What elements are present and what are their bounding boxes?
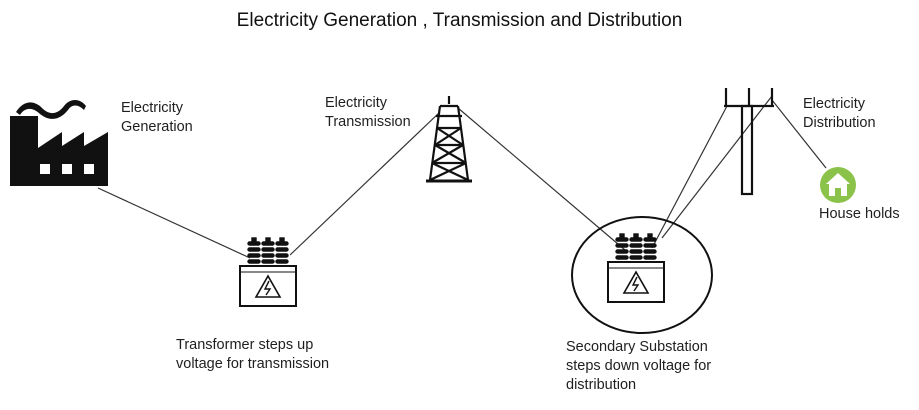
diagram-title: Electricity Generation , Transmission an… (236, 10, 683, 31)
distribution-label-line1: Electricity (803, 96, 866, 112)
transmission-tower-icon (426, 96, 472, 183)
substation-ring (571, 216, 713, 334)
house-icon (820, 167, 856, 203)
transformer-icon (239, 237, 297, 307)
transmission-label-line1: Electricity (325, 95, 388, 111)
distribution-label-line2: Distribution (803, 115, 876, 131)
wire-stepup-to-tower (289, 111, 441, 256)
wire-tower-to-substation (457, 107, 626, 251)
substation-label-line3: distribution (566, 377, 637, 393)
generation-label-line1: Electricity (121, 100, 184, 116)
step-up-label-line1: Transformer steps up (176, 337, 314, 353)
households-label: House holds (819, 206, 900, 222)
wire-factory-to-stepup (97, 187, 251, 259)
transmission-label-line2: Transmission (325, 114, 411, 130)
wire-substation-to-pole-right (661, 95, 773, 239)
factory-icon (10, 100, 108, 186)
substation-label-line1: Secondary Substation (566, 339, 708, 355)
distribution-pole-icon (724, 88, 774, 196)
wire-pole-to-house (771, 99, 827, 169)
transformer-icon (607, 233, 665, 303)
generation-label-line2: Generation (121, 119, 193, 135)
wire-substation-to-pole-left (651, 105, 728, 249)
substation-label-line2: steps down voltage for (566, 358, 712, 374)
connection-wires (97, 95, 827, 259)
step-up-label-line2: voltage for transmission (176, 356, 330, 372)
